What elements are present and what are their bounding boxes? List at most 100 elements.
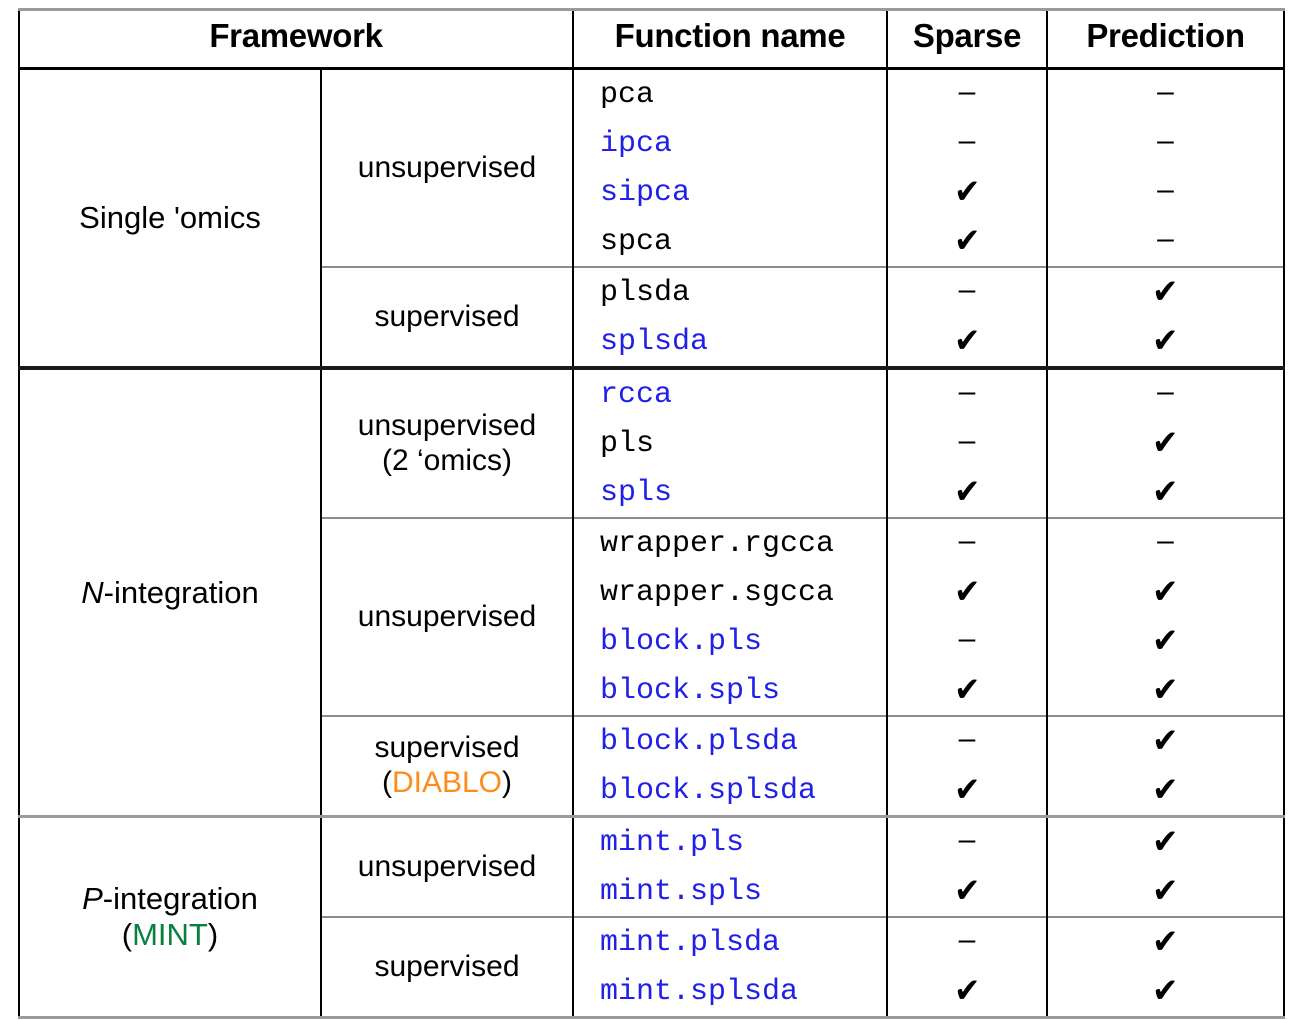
- dash-icon: –: [958, 374, 976, 408]
- function-name-cell[interactable]: block.pls: [573, 617, 888, 666]
- prediction-mark-cell: –: [1047, 168, 1285, 217]
- function-name-cell[interactable]: splsda: [573, 317, 888, 368]
- function-name-cell[interactable]: pca: [573, 68, 888, 119]
- table-row: block.splsda ✔ ✔: [19, 766, 1285, 817]
- check-icon: ✔: [1152, 471, 1179, 512]
- sparse-mark-cell: ✔: [887, 568, 1048, 617]
- prediction-mark-cell: ✔: [1047, 419, 1285, 468]
- function-name-cell[interactable]: plsda: [573, 266, 888, 317]
- function-name-plsda: plsda: [600, 275, 691, 310]
- dash-icon: –: [958, 123, 976, 157]
- subgroup-label-line1: unsupervised: [357, 408, 537, 442]
- function-name-cell[interactable]: sipca: [573, 168, 888, 217]
- prediction-mark-cell: ✔: [1047, 766, 1285, 817]
- sparse-mark-cell: –: [887, 617, 1048, 666]
- function-name-cell[interactable]: block.splsda: [573, 766, 888, 817]
- function-name-sipca: sipca: [600, 175, 691, 210]
- check-icon: ✔: [1152, 769, 1179, 810]
- table-row: wrapper.sgcca ✔ ✔: [19, 568, 1285, 617]
- function-name-wrapper.sgcca: wrapper.sgcca: [600, 575, 835, 610]
- subgroup-label-line1: supervised: [374, 731, 520, 765]
- dash-icon: –: [1157, 123, 1174, 157]
- group-label-accent: MINT: [132, 917, 208, 952]
- function-name-cell[interactable]: mint.plsda: [573, 916, 888, 967]
- sparse-mark-cell: –: [887, 419, 1048, 468]
- dash-icon: –: [958, 272, 976, 306]
- function-name-wrapper.rgcca: wrapper.rgcca: [600, 526, 835, 561]
- group-label-main: N-integration: [81, 574, 259, 610]
- check-icon: ✔: [953, 769, 981, 810]
- sparse-mark-cell: –: [887, 916, 1048, 967]
- sparse-mark-cell: ✔: [887, 168, 1048, 217]
- function-name-block.plsda: block.plsda: [600, 724, 799, 759]
- check-icon: ✔: [1152, 620, 1179, 661]
- sparse-mark-cell: –: [887, 815, 1048, 867]
- function-name-mint.plsda: mint.plsda: [600, 925, 781, 960]
- check-icon: ✔: [1152, 422, 1179, 463]
- check-icon: ✔: [1152, 271, 1179, 312]
- function-name-ipca: ipca: [600, 126, 673, 161]
- sparse-mark-cell: ✔: [887, 766, 1048, 817]
- table-row: block.spls✔✔: [19, 666, 1285, 716]
- check-icon: ✔: [953, 220, 981, 261]
- framework-group-label-n-integration: N-integration: [18, 366, 322, 817]
- table-row: spls✔✔: [19, 468, 1285, 518]
- function-name-cell[interactable]: block.plsda: [573, 715, 888, 766]
- function-name-splsda: splsda: [600, 324, 709, 359]
- table-row: mint.splsda ✔ ✔: [19, 967, 1285, 1018]
- prediction-mark-cell: ✔: [1047, 967, 1285, 1018]
- function-name-cell[interactable]: wrapper.sgcca: [573, 568, 888, 617]
- table-row: spca ✔ –: [19, 217, 1285, 267]
- group-label-italic-prefix: P: [82, 881, 103, 917]
- sparse-mark-cell: ✔: [887, 468, 1048, 518]
- function-name-cell[interactable]: rcca: [573, 366, 888, 419]
- prediction-mark-cell: ✔: [1047, 815, 1285, 867]
- framework-function-table: Framework Function name Sparse Predictio…: [18, 8, 1285, 1019]
- prediction-mark-cell: ✔: [1047, 468, 1285, 518]
- function-name-cell[interactable]: mint.pls: [573, 815, 888, 867]
- function-name-cell[interactable]: block.spls: [573, 666, 888, 716]
- function-name-cell[interactable]: spca: [573, 217, 888, 267]
- column-header-function-name: Function name: [573, 9, 888, 70]
- prediction-mark-cell: ✔: [1047, 266, 1285, 317]
- dash-icon: –: [958, 523, 976, 557]
- check-icon: ✔: [953, 870, 981, 911]
- prediction-mark-cell: –: [1047, 217, 1285, 267]
- dash-icon: –: [1157, 221, 1174, 255]
- dash-icon: –: [1157, 523, 1174, 557]
- table-row: ipca – –: [19, 119, 1285, 168]
- table-row: splsda ✔ ✔: [19, 317, 1285, 368]
- prediction-mark-cell: ✔: [1047, 715, 1285, 766]
- subgroup-label-line1: unsupervised: [357, 150, 537, 184]
- subgroup-label-line1: supervised: [374, 299, 520, 333]
- table-row: pls– ✔: [19, 419, 1285, 468]
- function-name-mint.pls: mint.pls: [600, 825, 745, 860]
- function-name-cell[interactable]: mint.splsda: [573, 967, 888, 1018]
- function-name-cell[interactable]: wrapper.rgcca: [573, 517, 888, 568]
- check-icon: ✔: [1152, 571, 1179, 612]
- prediction-mark-cell: –: [1047, 68, 1285, 119]
- function-name-pca: pca: [600, 77, 655, 112]
- function-name-cell[interactable]: ipca: [573, 119, 888, 168]
- check-icon: ✔: [953, 970, 981, 1011]
- group-label-main: P-integration: [82, 881, 258, 917]
- function-name-cell[interactable]: mint.spls: [573, 867, 888, 917]
- sparse-mark-cell: ✔: [887, 317, 1048, 368]
- function-name-cell[interactable]: spls: [573, 468, 888, 518]
- check-icon: ✔: [1152, 970, 1179, 1011]
- subgroup-label-n-supervised-diablo: supervised(DIABLO): [321, 715, 574, 817]
- subgroup-label-n-unsupervised: unsupervised: [321, 517, 574, 716]
- sparse-mark-cell: –: [887, 68, 1048, 119]
- dash-icon: –: [958, 721, 976, 755]
- prediction-mark-cell: ✔: [1047, 568, 1285, 617]
- group-label-italic-prefix: N: [81, 574, 104, 610]
- function-name-block.splsda: block.splsda: [600, 773, 817, 808]
- check-icon: ✔: [1152, 320, 1179, 361]
- sparse-mark-cell: ✔: [887, 217, 1048, 267]
- subgroup-label-single-unsupervised: unsupervised: [321, 68, 574, 267]
- framework-group-label-single-omics: Single 'omics: [18, 68, 322, 368]
- subgroup-label-line1: supervised: [374, 949, 520, 983]
- function-name-cell[interactable]: pls: [573, 419, 888, 468]
- subgroup-label-line1: unsupervised: [357, 849, 537, 883]
